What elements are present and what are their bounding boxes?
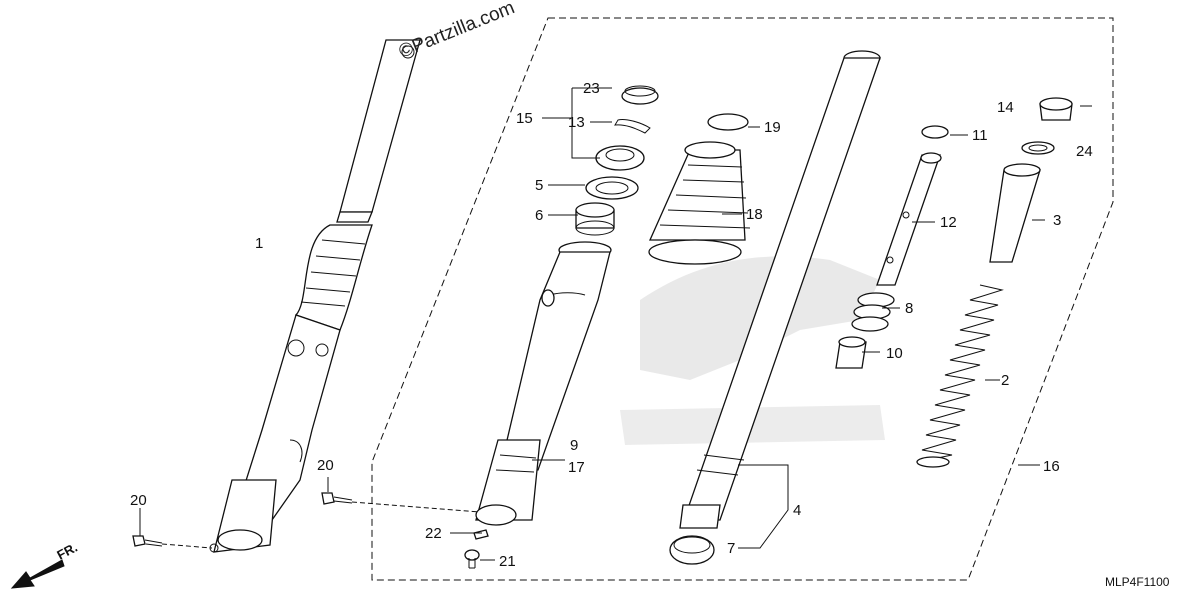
fork-cap-group <box>989 97 1073 263</box>
callout-22: 22 <box>425 525 442 542</box>
callout-15: 15 <box>516 110 533 127</box>
callout-8: 8 <box>905 300 913 317</box>
callout-10: 10 <box>886 345 903 362</box>
callout-11: 11 <box>972 127 988 144</box>
callout-20-middle: 20 <box>317 457 334 474</box>
callout-9: 9 <box>570 437 578 454</box>
callout-23: 23 <box>583 80 600 97</box>
callout-6: 6 <box>535 207 543 224</box>
damper-rod-group <box>835 125 949 369</box>
callout-13: 13 <box>568 114 585 131</box>
exploded-view-boundary <box>371 17 1114 581</box>
diagram-code: MLP4F1100 <box>1105 575 1170 589</box>
callout-2: 2 <box>1001 372 1009 389</box>
fork-spring <box>916 284 1004 468</box>
callout-24: 24 <box>1076 143 1093 160</box>
callout-5: 5 <box>535 177 543 194</box>
bolt-20-left <box>132 535 213 549</box>
callout-12: 12 <box>940 214 957 231</box>
direction-label: FR. <box>54 540 80 563</box>
small-screws <box>464 529 489 569</box>
callout-14: 14 <box>997 99 1014 116</box>
dust-boot <box>648 113 751 265</box>
callout-1: 1 <box>255 235 263 252</box>
callout-19: 19 <box>764 119 781 136</box>
callout-16: 16 <box>1043 458 1060 475</box>
arrow-down-left-icon <box>10 559 65 589</box>
callout-20-left: 20 <box>130 492 147 509</box>
leader-lines <box>139 87 1092 561</box>
callout-21: 21 <box>499 553 516 570</box>
outer-slider <box>475 241 612 526</box>
callout-17: 17 <box>568 459 585 476</box>
assembled-fork-leg <box>209 39 421 553</box>
bolt-20-middle <box>321 492 481 513</box>
callout-18: 18 <box>746 206 763 223</box>
oil-seal-group <box>575 85 659 236</box>
inner-tube <box>669 50 881 565</box>
callout-4: 4 <box>793 502 801 519</box>
watermark-text: ©Partzilla.com <box>396 0 518 63</box>
callout-7: 7 <box>727 540 735 557</box>
callout-3: 3 <box>1053 212 1061 229</box>
